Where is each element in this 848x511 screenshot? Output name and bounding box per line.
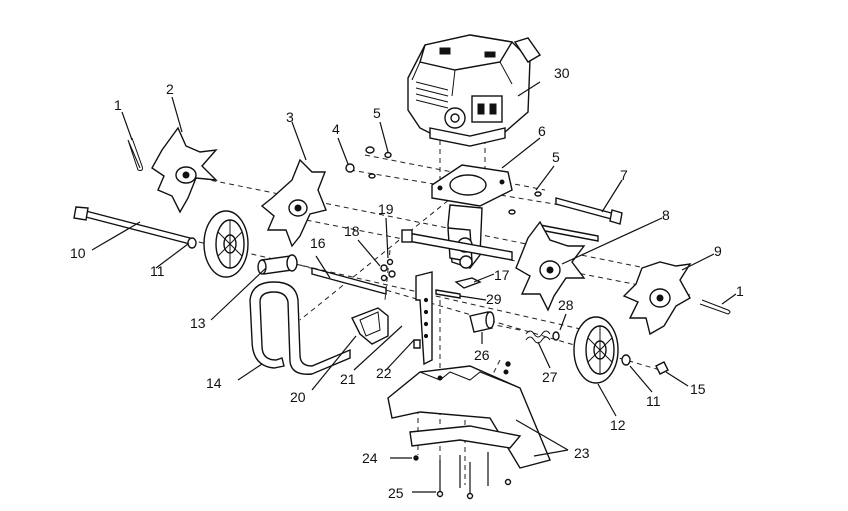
callout-29: 29	[486, 291, 502, 307]
callout-22: 22	[376, 365, 392, 381]
wheel-right	[573, 316, 619, 384]
callout-27: 27	[542, 369, 558, 385]
callout-14: 14	[206, 375, 222, 391]
transmission-housing	[431, 164, 513, 269]
callout-10: 10	[70, 245, 86, 261]
callout-15: 15	[690, 381, 706, 397]
callout-28: 28	[558, 297, 574, 313]
callout-5b: 5	[552, 149, 560, 165]
bracket-20	[351, 307, 389, 345]
callout-2: 2	[166, 81, 174, 97]
nut-24	[413, 361, 511, 461]
tine-9	[622, 261, 692, 336]
hardware-4-5	[345, 146, 542, 215]
hairpin-clip-left	[127, 137, 143, 171]
wheel-axle-10	[73, 206, 191, 245]
engine-fins	[415, 81, 449, 109]
callout-3: 3	[286, 109, 294, 125]
washer-left	[187, 237, 197, 249]
callout-16: 16	[310, 235, 326, 251]
callout-24: 24	[362, 450, 378, 466]
callout-9: 9	[714, 243, 722, 259]
callout-6: 6	[538, 123, 546, 139]
hairpin-clip-right	[699, 299, 731, 315]
callout-8: 8	[662, 207, 670, 223]
callout-12: 12	[610, 417, 626, 433]
callout-5a: 5	[373, 105, 381, 121]
bushing-26	[469, 311, 495, 333]
pin-17	[454, 277, 482, 289]
callout-21: 21	[340, 371, 356, 387]
callout-26: 26	[474, 347, 490, 363]
drag-stake-14	[249, 281, 351, 375]
callout-13: 13	[190, 315, 206, 331]
hub-cap	[655, 361, 669, 375]
callout-20: 20	[290, 389, 306, 405]
tine-2	[151, 126, 218, 214]
washer-right	[621, 354, 631, 366]
callout-11b: 11	[646, 393, 661, 409]
tine-shaft	[401, 229, 513, 261]
tube-13	[257, 254, 298, 275]
deflector-shield	[387, 365, 551, 469]
washer-28	[552, 331, 560, 341]
callout-1a: 1	[114, 97, 122, 113]
wheel-left	[203, 210, 249, 278]
depth-bar	[415, 271, 433, 366]
spring-27	[525, 330, 551, 344]
engine	[407, 34, 542, 147]
callout-labels: 1 1 2 3 4 5 5 6 7 8 9 10 11 11 12 13 14 …	[70, 65, 744, 501]
hardware-18-19	[380, 258, 396, 282]
screw-22	[413, 339, 421, 349]
callout-17: 17	[494, 267, 510, 283]
callout-11a: 11	[150, 263, 165, 279]
tine-8	[515, 220, 586, 312]
bolts-25	[436, 452, 512, 500]
tine-3	[260, 158, 327, 248]
callout-4: 4	[332, 121, 340, 137]
leader-lines	[91, 81, 737, 493]
axle-pin-7	[555, 197, 623, 225]
callout-7: 7	[620, 167, 628, 183]
pin-29	[435, 289, 461, 299]
callout-25: 25	[388, 485, 404, 501]
rod-16	[311, 267, 387, 295]
callout-18: 18	[344, 223, 360, 239]
callout-30: 30	[554, 65, 570, 81]
callout-19: 19	[378, 201, 394, 217]
callout-1b: 1	[736, 283, 744, 299]
callout-23: 23	[574, 445, 590, 461]
